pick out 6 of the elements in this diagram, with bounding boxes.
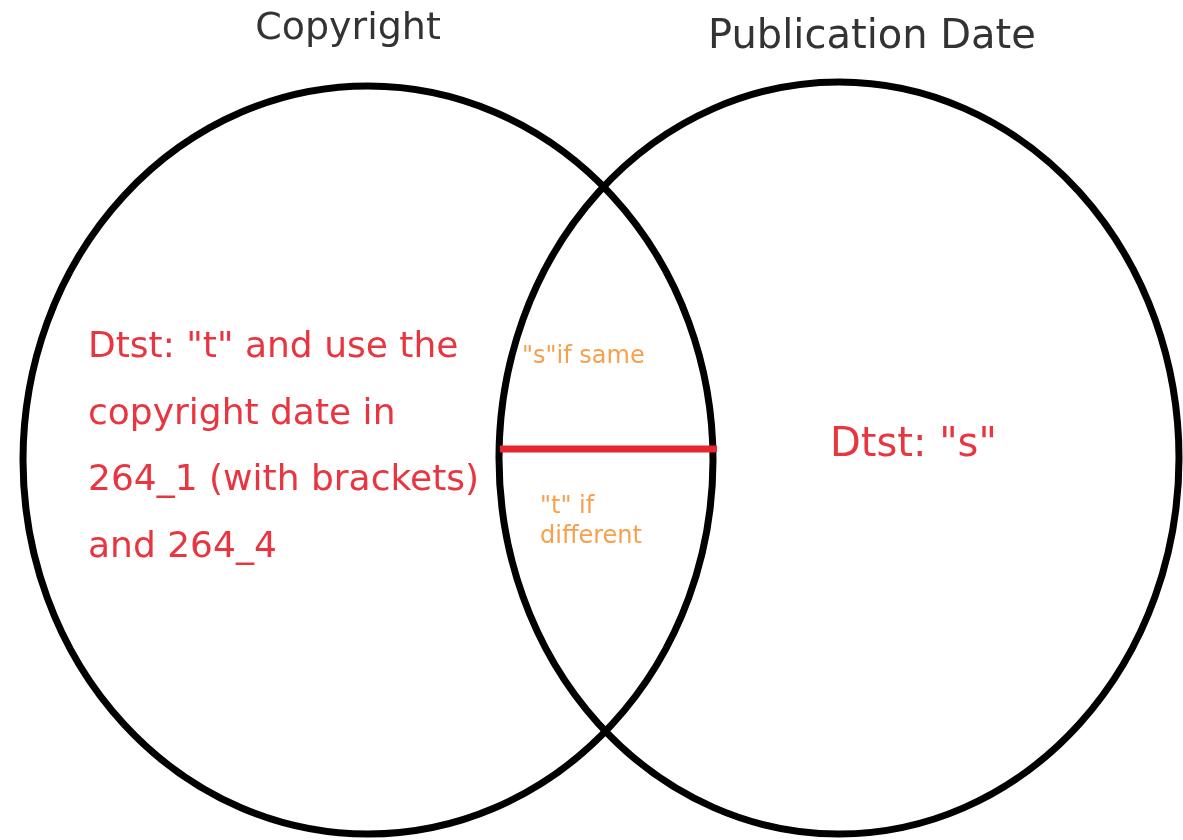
region-text: Dtst: "t" and use the copyright date in 264_1 (with brackets) and 264_4 (88, 323, 481, 567)
set-title: Publication Date (707, 10, 1037, 58)
region-label: "s"if same (522, 340, 646, 370)
set-title: Copyright (254, 4, 442, 50)
region-text: Dtst: "s" (830, 418, 998, 466)
region-label: "t" if different (540, 490, 643, 550)
